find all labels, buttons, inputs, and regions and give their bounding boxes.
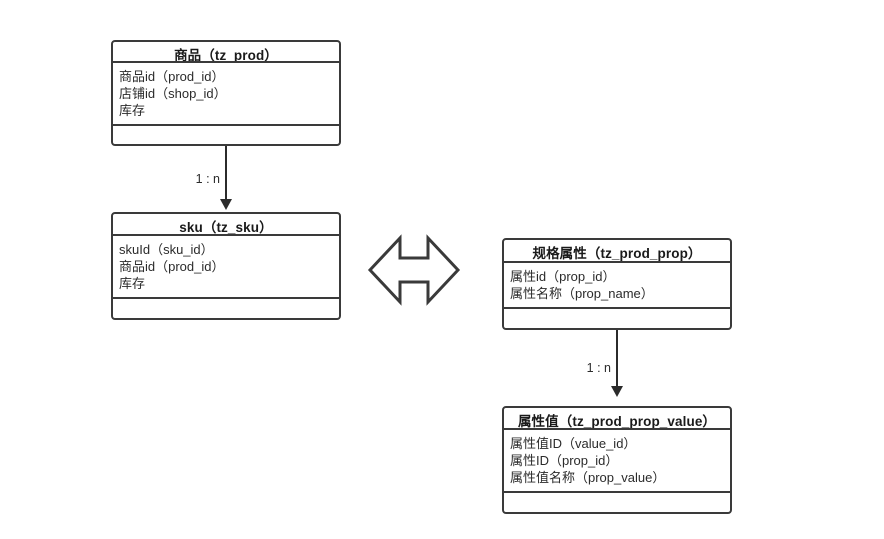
attribute-row: 店铺id（shop_id） bbox=[119, 86, 227, 102]
attribute-row: 库存 bbox=[119, 276, 146, 292]
entity-tz-prod[interactable]: 商品（tz_prod） 商品id（prod_id） 店铺id（shop_id） … bbox=[111, 40, 341, 146]
entity-attributes-tz-prod-prop-value: 属性值ID（value_id） 属性ID（prop_id） 属性值名称（prop… bbox=[504, 430, 730, 494]
entity-header-tz-prod-prop-value: 属性值（tz_prod_prop_value） bbox=[504, 408, 730, 431]
relation-arrowhead-icon bbox=[611, 386, 623, 397]
double-headed-arrow-icon bbox=[366, 234, 462, 306]
double-headed-arrow-svg bbox=[367, 234, 461, 306]
entity-attributes-tz-prod-prop: 属性id（prop_id） 属性名称（prop_name） bbox=[504, 263, 730, 309]
attribute-row: 属性id（prop_id） bbox=[510, 268, 616, 284]
relation-arrowhead-icon bbox=[220, 199, 232, 210]
relation-label-prop-to-prop-value: 1 : n bbox=[586, 361, 611, 375]
entity-tz-sku[interactable]: sku（tz_sku） skuId（sku_id） 商品id（prod_id） … bbox=[111, 212, 341, 320]
entity-footer-tz-prod-prop-value bbox=[504, 493, 730, 512]
attribute-row: 属性名称（prop_name） bbox=[510, 285, 654, 301]
entity-attributes-tz-prod: 商品id（prod_id） 店铺id（shop_id） 库存 bbox=[113, 63, 339, 127]
entity-tz-prod-prop[interactable]: 规格属性（tz_prod_prop） 属性id（prop_id） 属性名称（pr… bbox=[502, 238, 732, 330]
entity-tz-prod-prop-value[interactable]: 属性值（tz_prod_prop_value） 属性值ID（value_id） … bbox=[502, 406, 732, 514]
entity-header-tz-prod: 商品（tz_prod） bbox=[113, 42, 339, 64]
attribute-row: skuId（sku_id） bbox=[119, 242, 214, 258]
entity-attributes-tz-sku: skuId（sku_id） 商品id（prod_id） 库存 bbox=[113, 236, 339, 300]
attribute-row: 属性ID（prop_id） bbox=[510, 453, 619, 469]
attribute-row: 商品id（prod_id） bbox=[119, 259, 225, 275]
attribute-row: 属性值ID（value_id） bbox=[510, 436, 637, 452]
relation-line bbox=[616, 330, 618, 388]
relation-line bbox=[225, 146, 227, 201]
entity-header-tz-prod-prop: 规格属性（tz_prod_prop） bbox=[504, 240, 730, 263]
attribute-row: 属性值名称（prop_value） bbox=[510, 470, 666, 486]
attribute-row: 库存 bbox=[119, 103, 146, 119]
relation-label-prod-to-sku: 1 : n bbox=[195, 172, 220, 186]
entity-header-tz-sku: sku（tz_sku） bbox=[113, 214, 339, 237]
attribute-row: 商品id（prod_id） bbox=[119, 69, 225, 85]
